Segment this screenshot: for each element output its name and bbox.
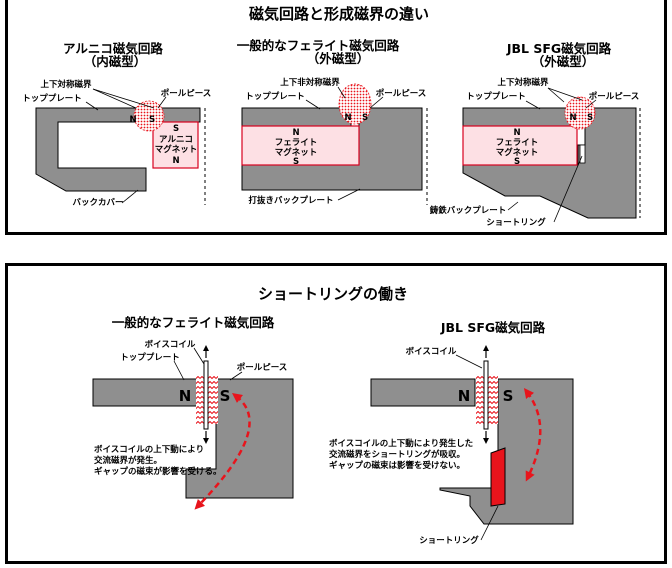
sfg-pole-piece-label: ポールピース [589,91,640,102]
alnico-magnet [152,121,199,169]
ferrite-action-voice-coil [203,360,209,430]
circuit-comparison-panel: 磁気回路と形成磁界の違い アルニコ磁気回路 （内磁型） S アルニコ マグネット… [5,0,667,235]
alnico-back-cover-label: バックカバー [72,197,123,208]
alnico-magnet-label1: アルニコ [159,135,193,145]
sfg-action: JBL SFG磁気回路 N S ボイスコイル ボイスコイルの上下動により発生した… [329,320,574,546]
sfg-short-ring [579,144,586,164]
ferrite-magnet [241,125,360,166]
alnico-field-zone [133,100,165,132]
sfg-circuit: JBL SFG磁気回路 （外磁型） N フェライト マグネット S N S 上下… [430,41,641,228]
sfg-action-voice-coil-label: ボイスコイル [406,346,457,357]
sfg-gap-n: N [569,113,576,123]
ferrite-field-zone [338,83,372,125]
sfg-action-note-1: ボイスコイルの上下動により発生した [329,438,473,449]
sfg-action-s: S [503,387,514,405]
sfg-action-title: JBL SFG磁気回路 [440,320,546,335]
ferrite-magnet-s: S [293,157,299,167]
ferrite-action-leaders [173,347,243,381]
sfg-action-note-2: 交流磁界をショートリングが吸収。 [329,449,465,460]
sfg-back-plate-label: 鋳鉄バックプレート [430,205,507,216]
alnico-title: アルニコ磁気回路 [63,41,163,56]
ferrite-title: 一般的なフェライト磁気回路 [237,38,400,53]
ferrite-magnet-n: N [292,128,299,138]
ferrite-magnet-label2: マグネット [275,147,318,158]
alnico-magnet-label2: マグネット [155,144,198,155]
sfg-magnet-s: S [514,157,520,167]
short-ring-diagram: ショートリングの働き 一般的なフェライト磁気回路 N S ボイスコイル トッププ… [92,285,574,546]
ferrite-action-note-3: ギャップの磁束が影響を受ける。 [94,466,222,477]
ferrite-action: 一般的なフェライト磁気回路 N S ボイスコイル トッププレート ポールピース … [92,315,294,510]
sfg-back-plate [462,107,637,219]
ferrite-action-title: 一般的なフェライト磁気回路 [112,315,275,330]
ferrite-field-label: 上下非対称磁界 [280,77,340,88]
alnico-gap-s: S [149,115,155,125]
ferrite-top-plate [241,107,352,127]
sfg-action-leader-coil [455,354,483,369]
comparison-title: 磁気回路と形成磁界の違い [249,5,429,23]
alnico-pole-piece-label: ポールピース [161,88,212,99]
alnico-field-label: 上下対称磁界 [40,79,92,90]
sfg-leaders [507,87,597,223]
sfg-action-n: N [458,387,471,405]
ferrite-back-plate-label: 打抜きバックプレート [248,195,333,206]
alnico-magnet-s: S [173,124,179,134]
alnico-top-plate-label: トッププレート [22,93,82,104]
sfg-top-plate-label: トッププレート [466,91,526,102]
sfg-subtitle: （外磁型） [532,54,595,69]
ferrite-top-plate-label: トッププレート [245,91,305,102]
sfg-action-leader-ring [480,505,499,541]
ferrite-action-voice-coil-label: ボイスコイル [145,339,196,350]
sfg-field-zone [564,96,596,130]
sfg-action-top-plate [370,378,476,407]
ferrite-pole-piece-label: ポールピース [376,88,427,99]
short-ring-title: ショートリングの働き [258,285,408,303]
ferrite-action-top-plate [92,378,198,407]
sfg-action-short-ring [490,447,506,507]
ferrite-action-note-2: 交流磁界が発生。 [94,455,162,466]
ferrite-action-top-plate-label: トッププレート [120,352,180,363]
sfg-magnet-n: N [513,128,520,138]
sfg-title: JBL SFG磁気回路 [506,41,612,56]
ferrite-action-n: N [179,387,192,405]
sfg-action-back-plate [439,378,574,525]
ferrite-gap-n: N [344,113,351,123]
ferrite-action-note-1: ボイスコイルの上下動により [94,444,204,455]
alnico-subtitle: （内磁型） [84,54,147,69]
ferrite-subtitle: （外磁型） [307,51,370,66]
ferrite-circuit: 一般的なフェライト磁気回路 （外磁型） N フェライト マグネット S N S … [237,38,428,206]
alnico-gap-n: N [129,115,136,125]
circuit-comparison-diagram: 磁気回路と形成磁界の違い アルニコ磁気回路 （内磁型） S アルニコ マグネット… [22,5,641,228]
sfg-action-note-3: ギャップの磁束は影響を受けない。 [329,460,465,471]
sfg-action-flux-arrow [523,388,542,482]
sfg-magnet-label2: マグネット [496,147,539,158]
ferrite-action-flux-arrow [194,392,251,510]
ferrite-action-pole-piece-label: ポールピース [237,362,288,373]
short-ring-panel: ショートリングの働き 一般的なフェライト磁気回路 N S ボイスコイル トッププ… [5,263,667,564]
alnico-leaders [85,88,167,204]
sfg-top-plate [462,107,577,127]
alnico-circuit: アルニコ磁気回路 （内磁型） S アルニコ マグネット N N S 上下対称磁界… [22,41,211,208]
sfg-action-short-ring-label: ショートリング [419,535,479,546]
sfg-field-label: 上下対称磁界 [497,77,549,88]
sfg-action-voice-coil [483,360,489,430]
ferrite-gap-s: S [362,113,368,123]
ferrite-magnet-label1: フェライト [275,138,318,148]
ferrite-action-s: S [220,387,231,405]
sfg-magnet-label1: フェライト [496,138,539,148]
sfg-gap-s: S [587,113,593,123]
sfg-short-ring-label: ショートリング [486,217,546,228]
alnico-magnet-n: N [172,156,179,166]
sfg-magnet [462,125,578,166]
ferrite-leaders [305,86,384,201]
